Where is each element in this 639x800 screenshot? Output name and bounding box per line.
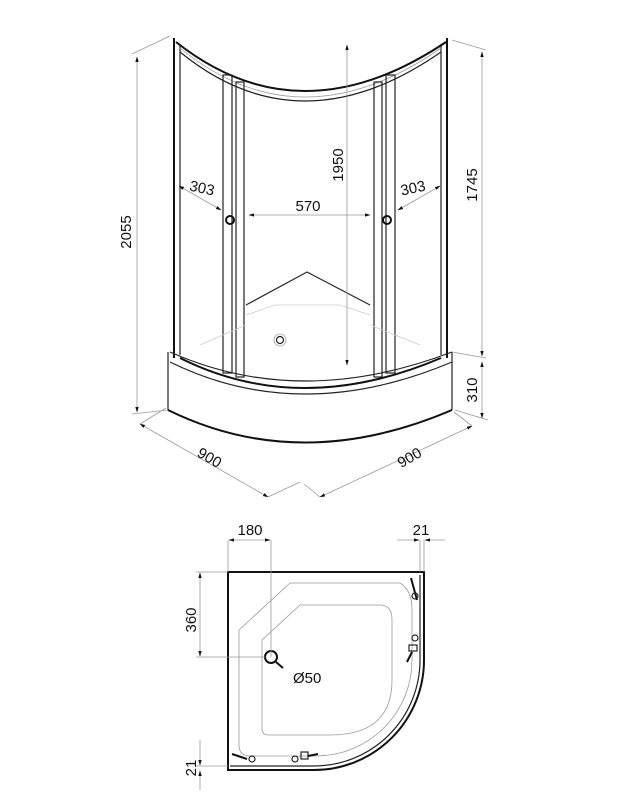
- dim-tray-height: 310: [464, 377, 481, 402]
- front-view: 2055 1950 1745 310 303 303 570 900 900: [118, 35, 489, 498]
- dim-drain-offset-y: 360: [183, 607, 200, 632]
- dim-door-opening: 570: [295, 198, 320, 215]
- plan-view: 180 21 360 Ø50 21: [183, 522, 445, 790]
- dim-profile-top: 21: [413, 522, 430, 539]
- dim-profile-bottom: 21: [183, 760, 200, 777]
- dim-width-right: 900: [395, 444, 425, 471]
- dimension-lines: [131, 35, 489, 498]
- dim-glass-height: 1745: [464, 168, 481, 201]
- dim-total-height: 2055: [118, 215, 135, 248]
- door-rollers: [231, 577, 419, 763]
- cabin-frame: [173, 38, 448, 378]
- dim-side-left: 303: [188, 178, 216, 200]
- handle-left: [225, 215, 235, 225]
- dim-drain-diameter: Ø50: [293, 670, 321, 687]
- dim-width-left: 900: [194, 444, 224, 471]
- dim-drain-offset-x: 180: [237, 522, 262, 539]
- dim-door-height: 1950: [330, 148, 347, 181]
- dim-side-right: 303: [399, 178, 427, 200]
- plan-dimension-lines: [196, 538, 445, 790]
- shower-tray: [167, 351, 453, 444]
- handle-right: [382, 215, 392, 225]
